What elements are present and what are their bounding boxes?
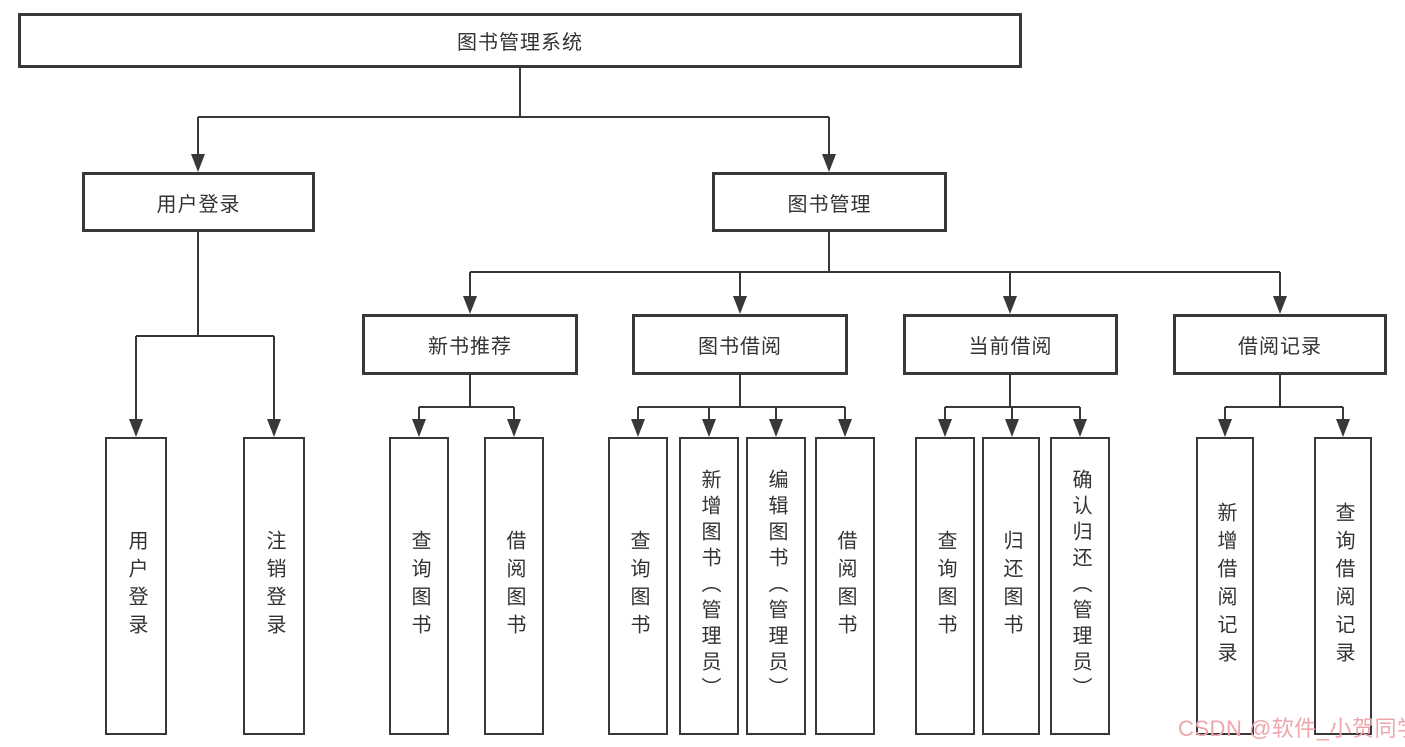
leaf-query-borrow-record-label: 查询借阅记录 <box>1332 502 1354 670</box>
leaf-confirm-return-admin-label: 确认归还（管理员） <box>1069 469 1091 703</box>
leaf-logout-label: 注销登录 <box>263 530 285 642</box>
leaf-user-login: 用户登录 <box>105 437 167 735</box>
node-book-borrow-label: 图书借阅 <box>698 336 782 358</box>
leaf-logout: 注销登录 <box>243 437 305 735</box>
leaf-query-books-borrow: 查询图书 <box>608 437 668 735</box>
leaf-confirm-return-admin: 确认归还（管理员） <box>1050 437 1110 735</box>
leaf-query-books-current: 查询图书 <box>915 437 975 735</box>
leaf-add-borrow-record-label: 新增借阅记录 <box>1214 502 1236 670</box>
leaf-query-borrow-record: 查询借阅记录 <box>1314 437 1372 735</box>
leaf-query-books-borrow-label: 查询图书 <box>627 530 649 642</box>
node-new-book-recommend: 新书推荐 <box>362 314 578 375</box>
node-borrow-records: 借阅记录 <box>1173 314 1387 375</box>
node-borrow-records-label: 借阅记录 <box>1238 336 1322 358</box>
node-current-borrow: 当前借阅 <box>903 314 1118 375</box>
node-root-system: 图书管理系统 <box>18 13 1022 68</box>
leaf-borrow-books-recommend: 借阅图书 <box>484 437 544 735</box>
node-book-borrow: 图书借阅 <box>632 314 848 375</box>
node-new-book-recommend-label: 新书推荐 <box>428 336 512 358</box>
node-book-management: 图书管理 <box>712 172 947 232</box>
node-user-login-label: 用户登录 <box>156 193 241 216</box>
leaf-query-books-recommend: 查询图书 <box>389 437 449 735</box>
node-book-management-label: 图书管理 <box>787 193 872 216</box>
leaf-return-books-label: 归还图书 <box>1000 530 1022 642</box>
leaf-borrow-books-label: 借阅图书 <box>834 530 856 642</box>
node-root-system-label: 图书管理系统 <box>457 32 583 54</box>
leaf-borrow-books-recommend-label: 借阅图书 <box>503 530 525 642</box>
leaf-user-login-label: 用户登录 <box>125 530 147 642</box>
leaf-borrow-books: 借阅图书 <box>815 437 875 735</box>
node-current-borrow-label: 当前借阅 <box>968 336 1053 358</box>
leaf-add-book-admin-label: 新增图书（管理员） <box>698 469 720 703</box>
node-user-login: 用户登录 <box>82 172 315 232</box>
leaf-edit-book-admin: 编辑图书（管理员） <box>746 437 806 735</box>
leaf-query-books-current-label: 查询图书 <box>934 530 956 642</box>
leaf-add-book-admin: 新增图书（管理员） <box>679 437 739 735</box>
leaf-add-borrow-record: 新增借阅记录 <box>1196 437 1254 735</box>
leaf-edit-book-admin-label: 编辑图书（管理员） <box>765 469 787 703</box>
csdn-watermark: CSDN @软件_小贺同学 <box>1178 716 1405 741</box>
leaf-query-books-recommend-label: 查询图书 <box>408 530 430 642</box>
leaf-return-books: 归还图书 <box>982 437 1040 735</box>
